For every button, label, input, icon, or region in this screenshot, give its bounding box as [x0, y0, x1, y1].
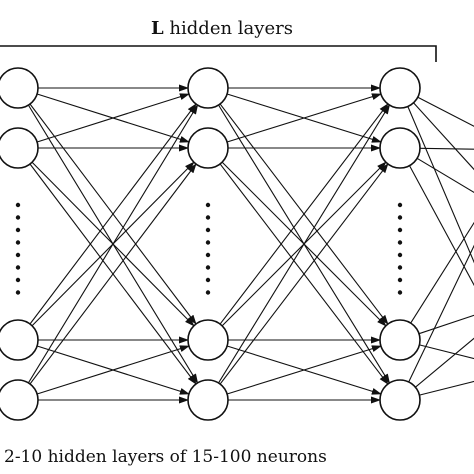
ellipsis-dot [15, 290, 21, 295]
output-edge [418, 314, 474, 335]
connection-edge [226, 93, 382, 143]
ellipsis-dot [15, 215, 21, 220]
output-edge [408, 244, 474, 383]
output-edge [417, 96, 474, 127]
output-edge [416, 157, 474, 194]
ellipsis-dot [205, 277, 211, 283]
ellipsis-dot [397, 277, 403, 283]
ellipsis-dot [15, 202, 21, 208]
neuron-node [187, 67, 229, 109]
connection-edges [27, 84, 474, 404]
neuron-node [379, 127, 421, 169]
neuron-node [0, 379, 39, 421]
ellipsis-dot [205, 240, 211, 245]
ellipsis-dot [397, 215, 403, 220]
connection-edge [29, 163, 197, 385]
connection-edge [27, 104, 199, 384]
ellipsis-dot [397, 227, 403, 233]
ellipsis-dot [205, 202, 211, 208]
connection-edge [36, 345, 190, 395]
ellipsis-dot [397, 202, 403, 208]
output-edge [410, 221, 474, 324]
ellipsis-dot [15, 240, 21, 245]
ellipsis-dot [15, 252, 21, 258]
ellipsis-dot [205, 265, 211, 270]
ellipsis-dot [397, 240, 403, 245]
ellipsis-dot [205, 227, 211, 233]
connection-edge [219, 163, 389, 385]
ellipsis-dot [205, 290, 211, 295]
ellipsis-dot [397, 265, 403, 270]
connection-edge [218, 104, 391, 384]
neuron-node [379, 319, 421, 361]
connection-edge [29, 103, 197, 325]
connection-edge [36, 93, 190, 143]
neuron-node [0, 127, 39, 169]
neuron-node [187, 379, 229, 421]
output-edge [415, 337, 474, 388]
neuron-node [187, 319, 229, 361]
header-title: L hidden layers [151, 18, 293, 39]
ellipsis-dot [205, 215, 211, 220]
caption-text: 2-10 hidden layers of 15-100 neurons [4, 447, 327, 467]
neuron-nodes [0, 67, 421, 421]
neuron-node [187, 127, 229, 169]
ellipsis-dot [397, 290, 403, 295]
output-edge [419, 344, 474, 360]
connection-edge [226, 345, 382, 395]
ellipsis-dot [205, 252, 211, 258]
neuron-node [0, 319, 39, 361]
hidden-layers-bracket [0, 45, 437, 62]
neuron-node [0, 67, 39, 109]
neuron-node [379, 67, 421, 109]
ellipsis-dot [15, 227, 21, 233]
ellipsis-dots [15, 202, 403, 295]
output-edge [419, 147, 474, 150]
header-label: hidden layers [164, 18, 293, 39]
ellipsis-dot [15, 277, 21, 283]
output-edge [419, 380, 474, 396]
header-symbol: L [151, 18, 164, 39]
output-edge [413, 102, 474, 171]
ellipsis-dot [15, 265, 21, 270]
ellipsis-dot [397, 252, 403, 258]
output-edge [409, 165, 474, 287]
neuron-node [379, 379, 421, 421]
connection-edge [219, 103, 389, 325]
